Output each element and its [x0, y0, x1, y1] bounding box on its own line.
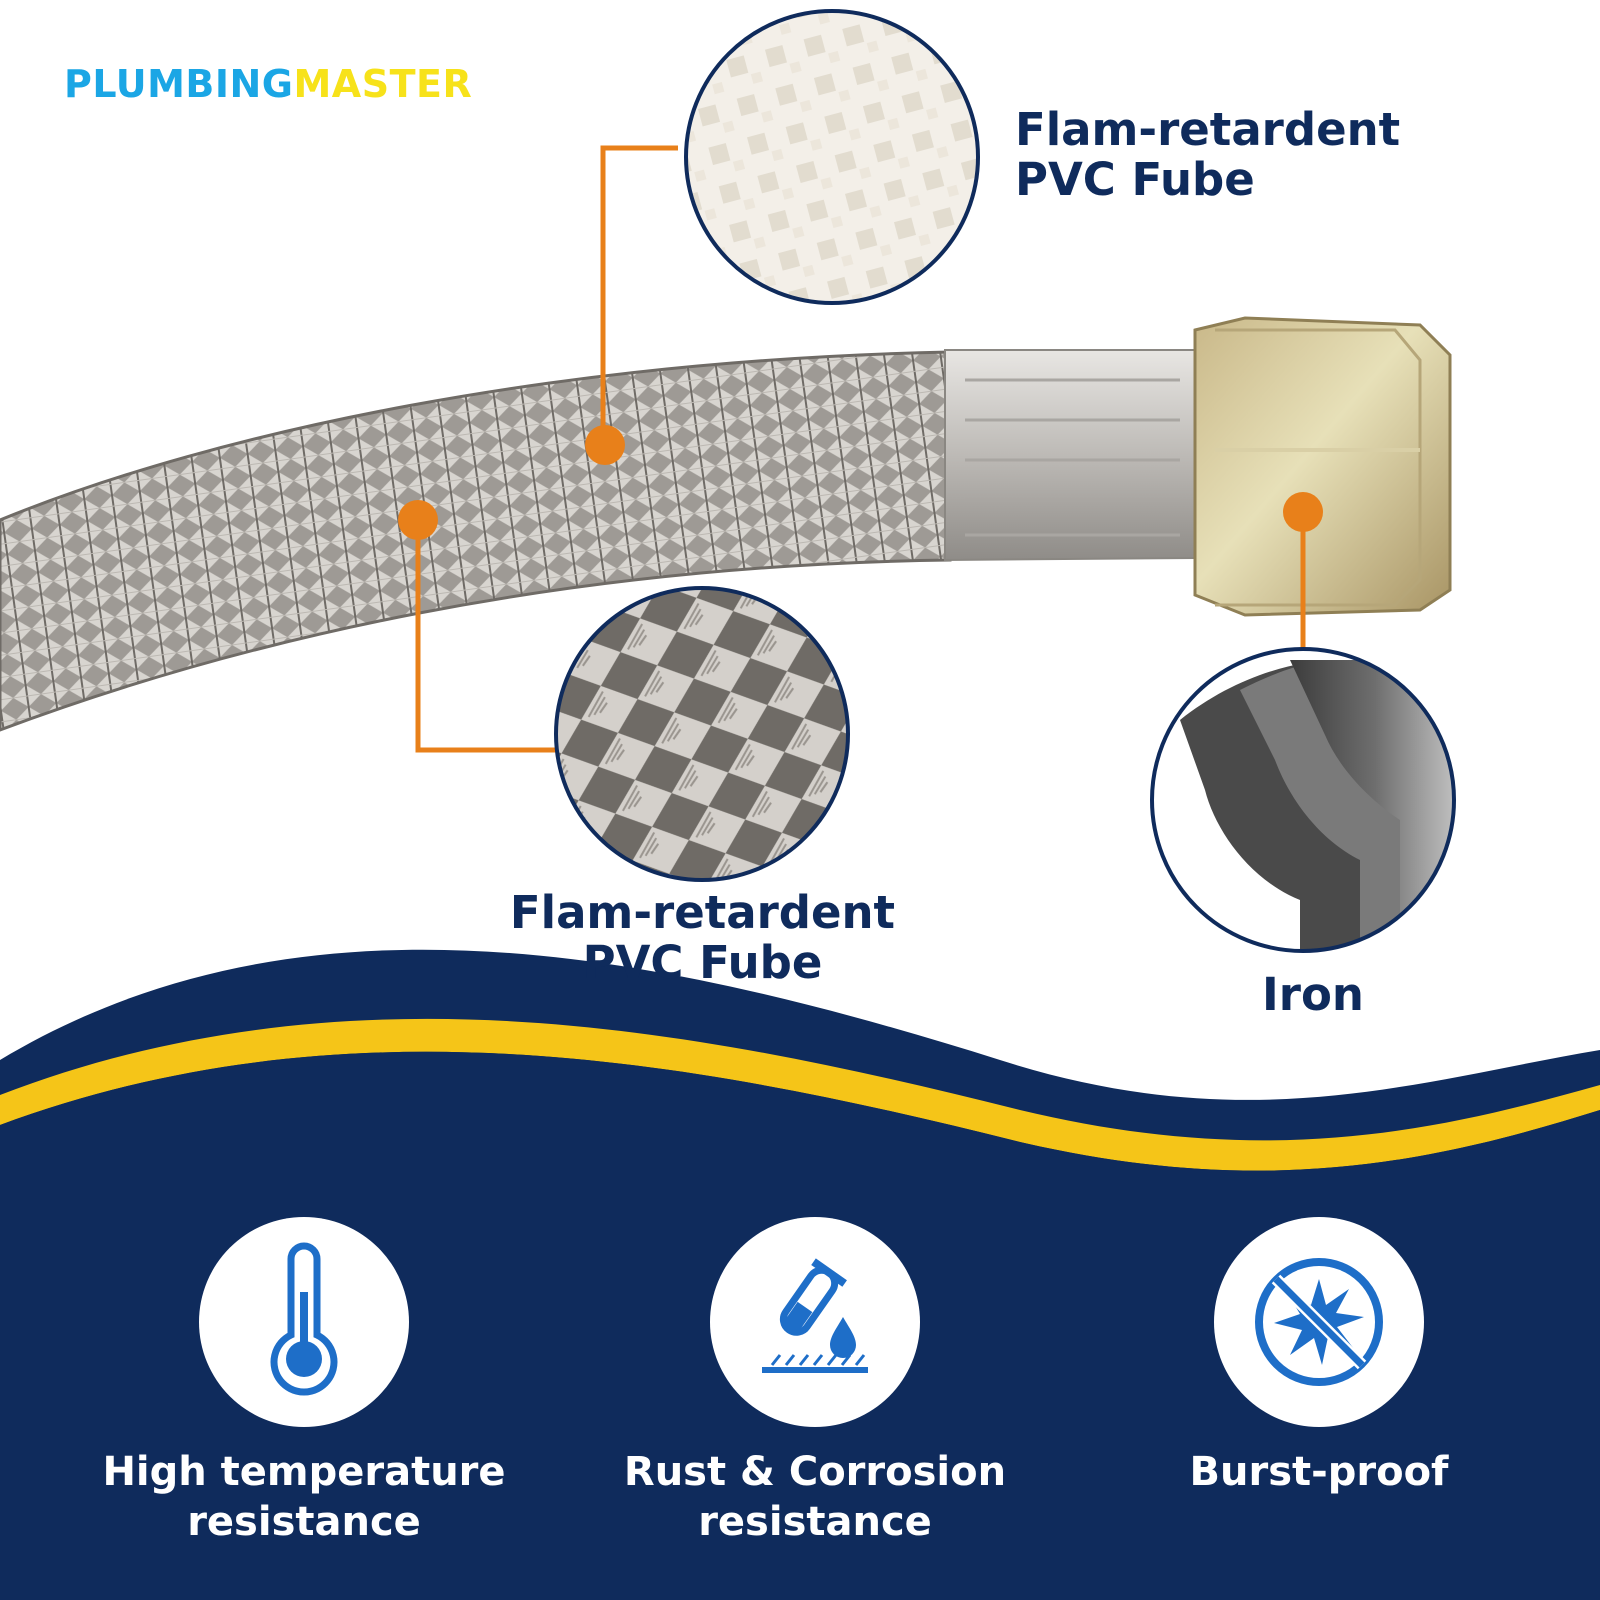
callout-top-right-line2: PVC Fube: [1015, 153, 1255, 206]
feature-corrosion: Rust & Corrosion resistance: [605, 1447, 1025, 1547]
hex-nut: [1193, 316, 1452, 617]
iron-zoom: [1152, 649, 1454, 951]
chemical-drop-icon: [762, 1258, 868, 1373]
brand-part1: PLUMBING: [64, 62, 294, 106]
callout-top-right-line1: Flam-retardent: [1015, 103, 1401, 156]
burst-prohibited-icon: [1255, 1258, 1383, 1386]
braid-zoom: [556, 588, 848, 880]
pvc-mesh-zoom: [686, 11, 978, 303]
callout-middle-line1: Flam-retardent: [509, 886, 896, 939]
feature-icon-circle-burst: [1214, 1217, 1424, 1427]
feature-corrosion-line1: Rust & Corrosion: [623, 1449, 1007, 1495]
thermometer-icon: [270, 1242, 338, 1396]
callout-top-right: Flam-retardent PVC Fube: [1015, 105, 1400, 205]
feature-icon-circle-corrosion: [710, 1217, 920, 1427]
callout-middle: Flam-retardent PVC Fube: [500, 888, 905, 988]
feature-temperature-line2: resistance: [187, 1499, 421, 1545]
feature-temperature-line1: High temperature: [102, 1449, 506, 1495]
brand-logo: PLUMBINGMASTER: [64, 62, 472, 106]
feature-icon-circle-temperature: [199, 1217, 409, 1427]
feature-temperature: High temperature resistance: [94, 1447, 514, 1547]
feature-corrosion-line2: resistance: [698, 1499, 932, 1545]
callout-middle-line2: PVC Fube: [582, 936, 823, 989]
brand-part2: MASTER: [293, 62, 473, 106]
callout-iron: Iron: [1262, 968, 1364, 1021]
feature-burst: Burst-proof: [1109, 1447, 1529, 1497]
feature-burst-line1: Burst-proof: [1189, 1449, 1449, 1495]
